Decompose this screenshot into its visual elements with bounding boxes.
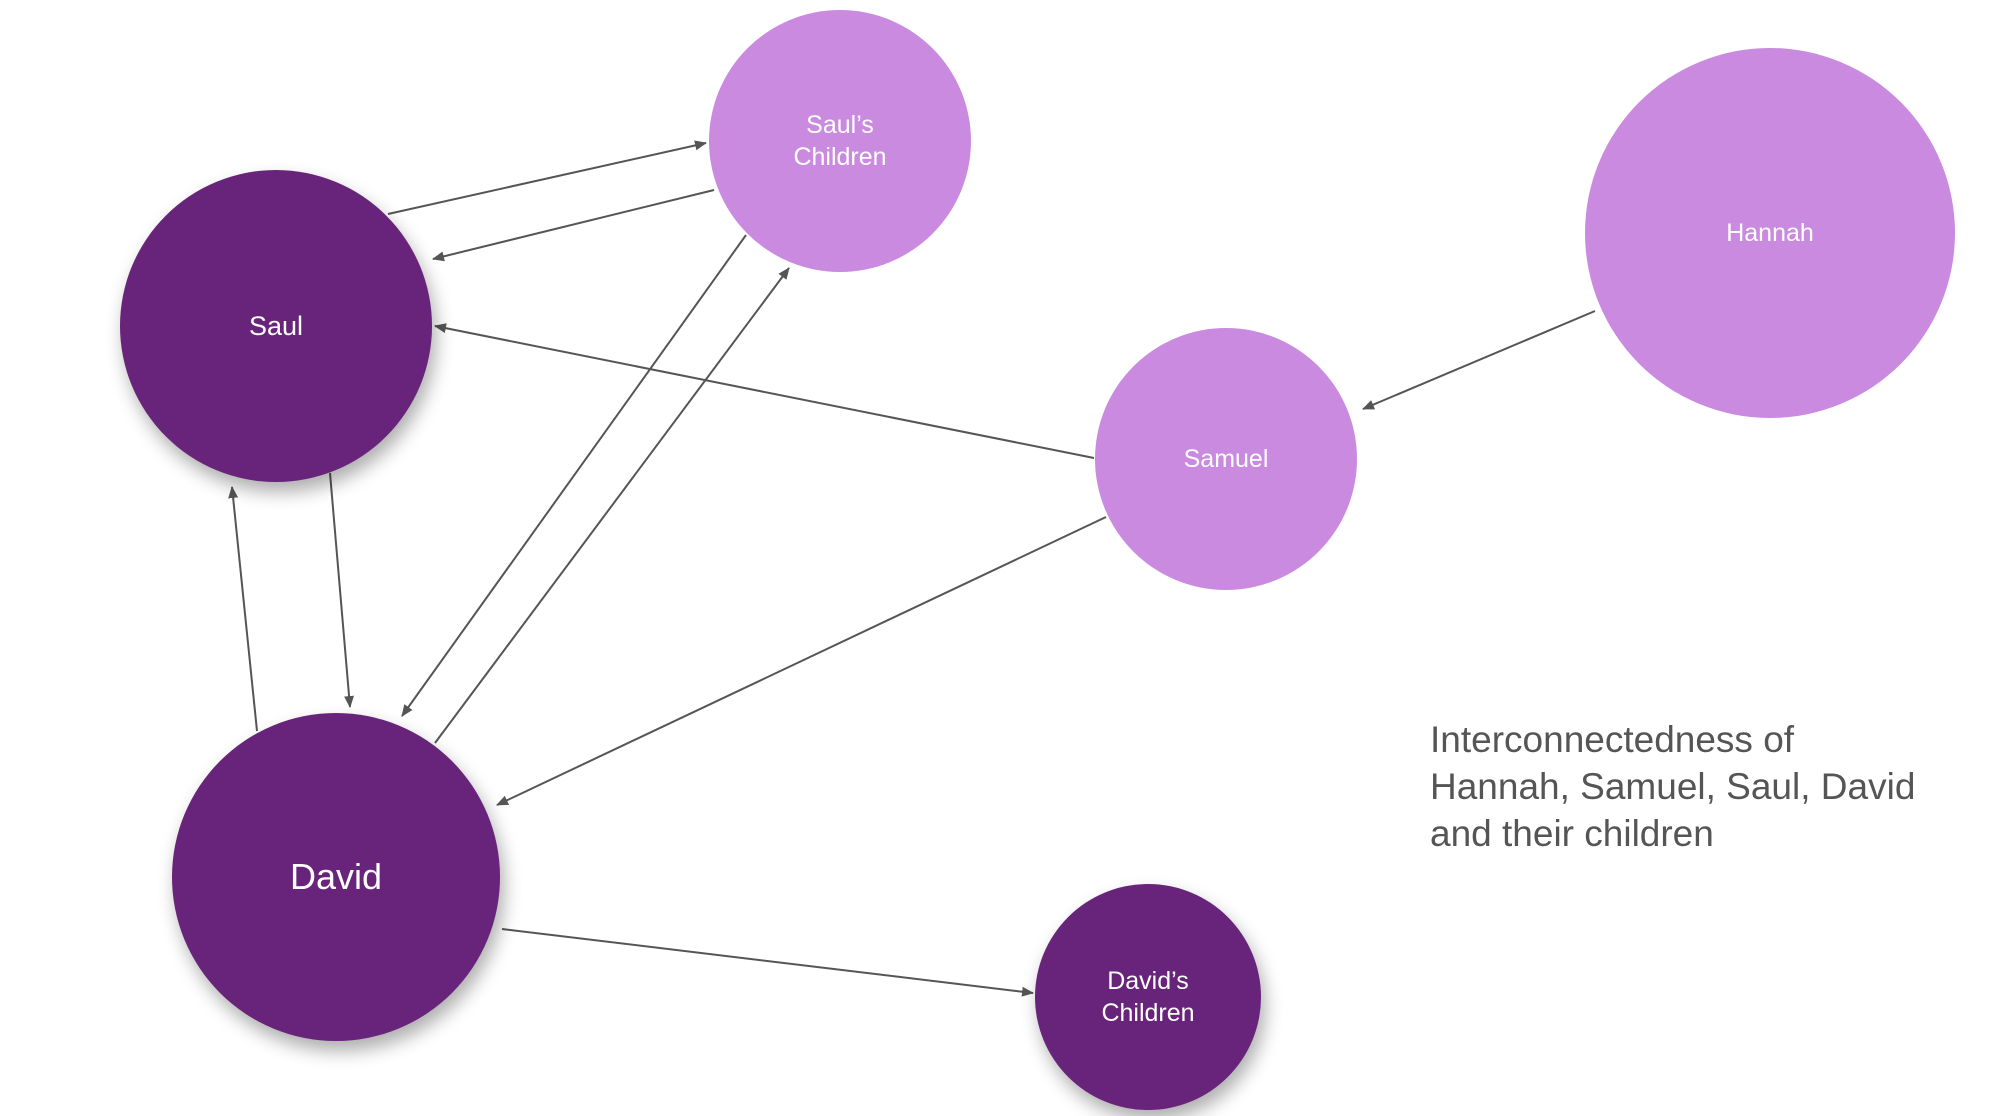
node-david: David (172, 713, 500, 1041)
edge-samuel-to-david (496, 516, 1107, 806)
edge-saul-to-david (329, 472, 355, 708)
node-sauls-children-label: Saul’s Children (793, 111, 887, 171)
node-saul: Saul (120, 170, 432, 482)
node-saul-label: Saul (248, 310, 304, 341)
edge-sauls-children-to-david (401, 234, 747, 717)
edge-david-to-davids-children (501, 928, 1034, 997)
edge-samuel-to-saul (434, 323, 1095, 459)
node-hannah-label: Hannah (1726, 219, 1814, 247)
edge-saul-to-sauls-children (387, 140, 707, 215)
node-samuel-label: Samuel (1183, 445, 1269, 473)
node-hannah: Hannah (1585, 48, 1955, 418)
node-davids-children: David’s Children (1035, 884, 1261, 1110)
node-davids-children-label: David’s Children (1101, 967, 1195, 1027)
node-david-label: David (289, 855, 383, 897)
node-sauls-children: Saul’s Children (709, 10, 971, 272)
edge-david-to-sauls-children (434, 267, 790, 744)
edge-david-to-saul (228, 486, 258, 732)
diagram-caption: Interconnectedness of Hannah, Samuel, Sa… (1430, 719, 1916, 854)
edge-sauls-children-to-saul (432, 189, 715, 262)
edge-hannah-to-samuel (1362, 310, 1596, 410)
node-samuel: Samuel (1095, 328, 1357, 590)
